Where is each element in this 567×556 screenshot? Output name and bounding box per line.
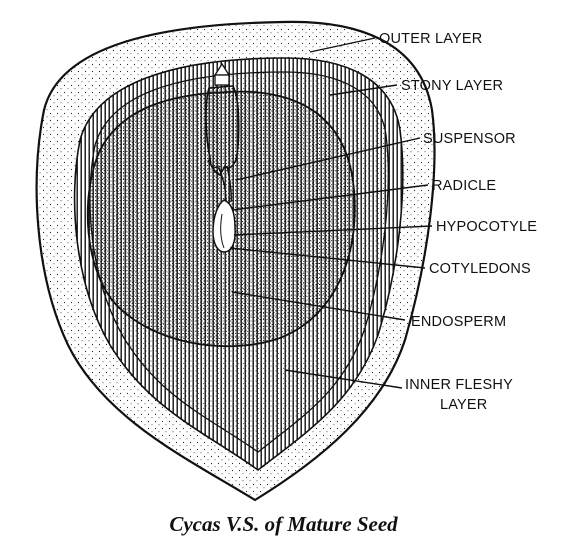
- label-hypocotyle: HYPOCOTYLE: [436, 219, 537, 235]
- label-endosperm: ENDOSPERM: [411, 314, 506, 330]
- label-radicle: RADICLE: [432, 178, 496, 194]
- leader-stony-layer: [329, 84, 398, 96]
- leader-radicle: [231, 184, 429, 211]
- leader-endosperm: [231, 291, 406, 321]
- leader-cotyledons: [229, 247, 426, 269]
- label-suspensor: SUSPENSOR: [423, 131, 516, 147]
- label-inner-fleshy-line1: INNER FLESHY: [405, 377, 513, 393]
- cotyledon-line: [220, 213, 225, 249]
- figure-caption: Cycas V.S. of Mature Seed: [169, 512, 398, 536]
- label-inner-fleshy-line2: LAYER: [440, 397, 487, 413]
- hypocotyle-shape: [212, 199, 236, 253]
- seed-diagram: OUTER LAYER STONY LAYER SUSPENSOR RADICL…: [35, 20, 537, 502]
- leader-hypocotyle: [233, 225, 433, 236]
- suspensor-shape: [205, 85, 240, 177]
- leader-suspensor: [235, 137, 421, 181]
- suspensor-coil: [207, 159, 221, 169]
- leader-inner-fleshy: [284, 369, 403, 389]
- leader-outer-layer: [309, 37, 376, 53]
- label-stony-layer: STONY LAYER: [401, 78, 503, 94]
- label-outer-layer: OUTER LAYER: [379, 31, 482, 47]
- label-cotyledons: COTYLEDONS: [429, 261, 531, 277]
- embryo-stalk: [218, 165, 232, 203]
- micropyle-neck: [214, 74, 230, 86]
